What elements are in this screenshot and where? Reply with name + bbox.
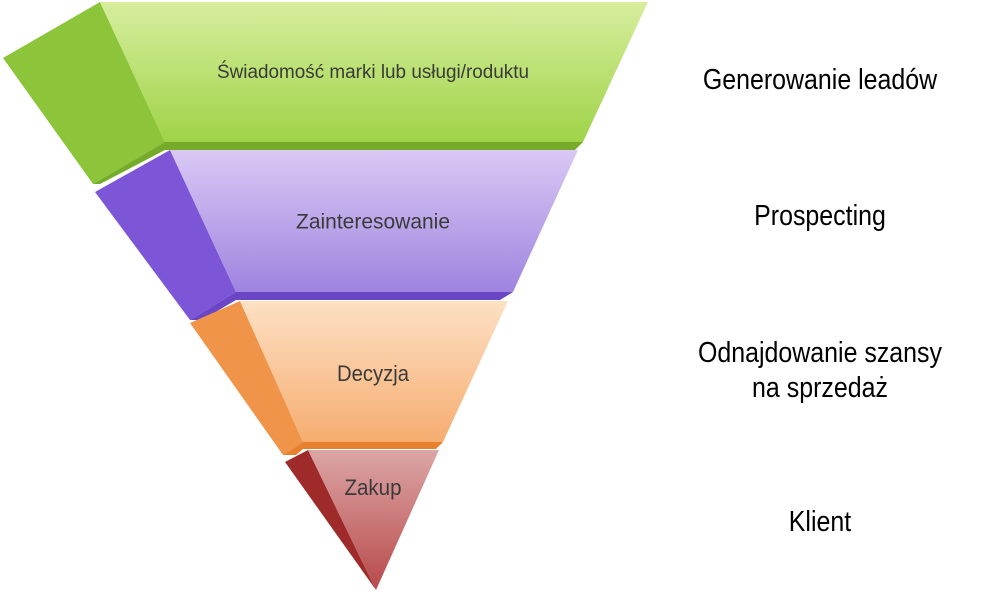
funnel-layer-2-label: Zainteresowanie [296,211,450,234]
funnel-layer-1: Świadomość marki lub usługi/roduktu [3,2,648,184]
funnel-layer-4-label: Zakup [345,475,402,500]
funnel-layer-2-bottom-edge [190,292,513,320]
funnel-layer-4-side [285,450,376,590]
funnel-layer-1-label: Świadomość marki lub usługi/roduktu [217,61,529,83]
funnel-layer-2-side [95,150,236,320]
stage-label-prospecting: Prospecting [754,200,886,232]
stage-label-client: Klient [788,506,852,538]
funnel-layer-2: Zainteresowanie [95,150,578,320]
funnel-layer-3-bottom-edge [283,442,443,455]
funnel-layer-1-front [100,2,648,142]
funnel-layer-3: Decyzja [190,301,508,455]
sales-funnel-diagram: Świadomość marki lub usługi/roduktu Zain… [3,2,648,590]
funnel-layer-1-side [3,2,165,184]
funnel-layer-3-front [240,301,508,442]
funnel-layer-3-label: Decyzja [337,361,410,386]
funnel-layer-4: Zakup [285,450,439,590]
funnel-layer-3-side [190,301,303,455]
funnel-layer-4-front [308,450,439,590]
stage-label-opportunity: Odnajdowanie szansy na sprzedaż [697,337,942,404]
funnel-layer-1-bottom-edge [93,142,583,184]
stage-label-lead-generation: Generowanie leadów [702,64,938,96]
funnel-layer-2-front [170,150,578,292]
